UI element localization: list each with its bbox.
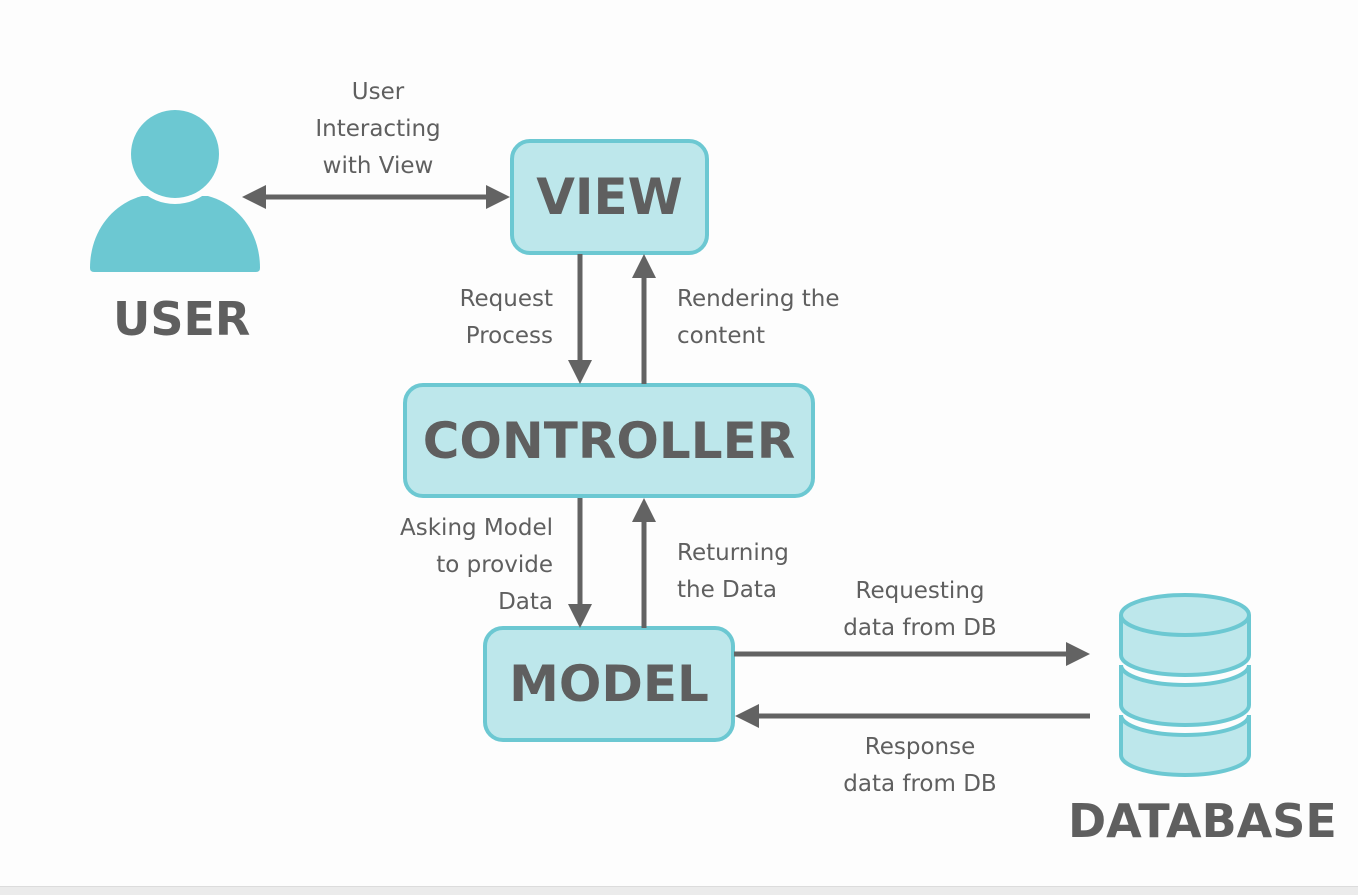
- request-process-label: Request Process: [459, 286, 553, 349]
- response-data-label: Response data from DB: [843, 734, 997, 797]
- db-to-model-arrow: [735, 704, 1090, 728]
- controller-label: CONTROLLER: [422, 411, 796, 470]
- rendering-content-label: Rendering the content: [677, 286, 840, 349]
- model-label: MODEL: [509, 655, 709, 713]
- database-caption: DATABASE: [1068, 794, 1337, 848]
- model-to-db-arrow: [734, 642, 1090, 666]
- controller-box: [403, 383, 815, 498]
- user-icon: [90, 104, 260, 272]
- model-box: [483, 626, 735, 742]
- view-label: VIEW: [536, 168, 683, 226]
- returning-data-label: Returning the Data: [677, 540, 789, 603]
- user-view-arrow: [242, 185, 510, 209]
- user-view-edge-label: User Interacting with View: [315, 79, 441, 179]
- controller-to-view-arrow: [632, 254, 656, 384]
- view-box: [510, 139, 709, 255]
- asking-model-label: Asking Model to provide Data: [400, 515, 553, 615]
- requesting-data-label: Requesting data from DB: [843, 578, 997, 641]
- database-icon: [1119, 593, 1251, 777]
- controller-to-model-arrow: [568, 498, 592, 628]
- bottom-divider: [0, 886, 1358, 895]
- view-to-controller-arrow: [568, 254, 592, 384]
- model-to-controller-arrow: [632, 498, 656, 628]
- user-caption: USER: [113, 292, 251, 346]
